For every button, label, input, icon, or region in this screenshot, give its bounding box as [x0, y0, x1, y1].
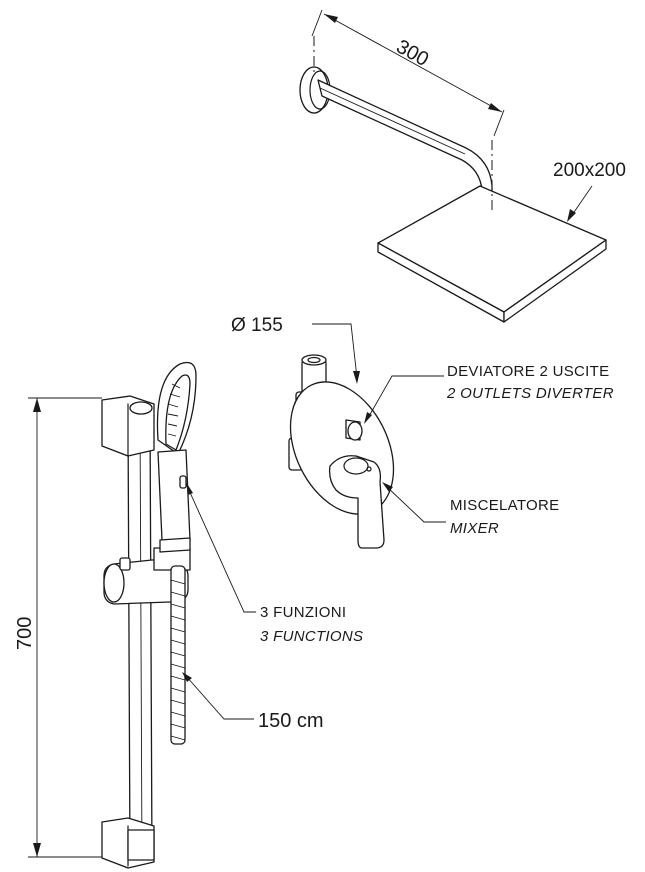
shower-hose — [170, 565, 186, 745]
plate-diameter-label: Ø 155 — [231, 315, 283, 336]
bottom-wall-bracket — [101, 817, 155, 869]
head-size-label: 200x200 — [553, 160, 626, 181]
diverter-label-en: 2 OUTLETS DIVERTER — [446, 385, 614, 402]
head-size-leader — [567, 185, 593, 222]
square-shower-head — [377, 185, 607, 323]
hand-shower — [156, 361, 197, 553]
slide-rail — [127, 413, 153, 863]
mixer-leader — [382, 482, 446, 523]
hose-length-leader — [182, 672, 254, 720]
plate-diameter-leader — [312, 323, 360, 384]
arm-length-dimension — [311, 9, 505, 137]
functions-label-en: 3 FUNCTIONS — [260, 628, 363, 645]
arm-length-label: 300 — [392, 36, 432, 71]
mixer-lever — [328, 455, 385, 549]
top-wall-bracket — [101, 395, 155, 457]
functions-label-it: 3 FUNZIONI — [260, 604, 346, 621]
mixer-label-en: MIXER — [450, 520, 499, 537]
mixer-label-it: MISCELATORE — [450, 497, 559, 514]
overhead-shower: 300 200x200 — [299, 9, 626, 323]
diverter-leader — [364, 375, 444, 424]
diverter-label-it: DEVIATORE 2 USCITE — [447, 363, 609, 380]
hose-length-label: 150 cm — [258, 710, 324, 732]
functions-leader — [186, 482, 256, 613]
rail-height-label: 700 — [14, 617, 36, 650]
diverter-knob — [345, 419, 363, 441]
rail-height-dimension — [28, 397, 102, 858]
slide-rail-kit — [101, 361, 197, 869]
concealed-mixer-diverter — [288, 354, 395, 549]
sliding-holder — [103, 547, 191, 605]
